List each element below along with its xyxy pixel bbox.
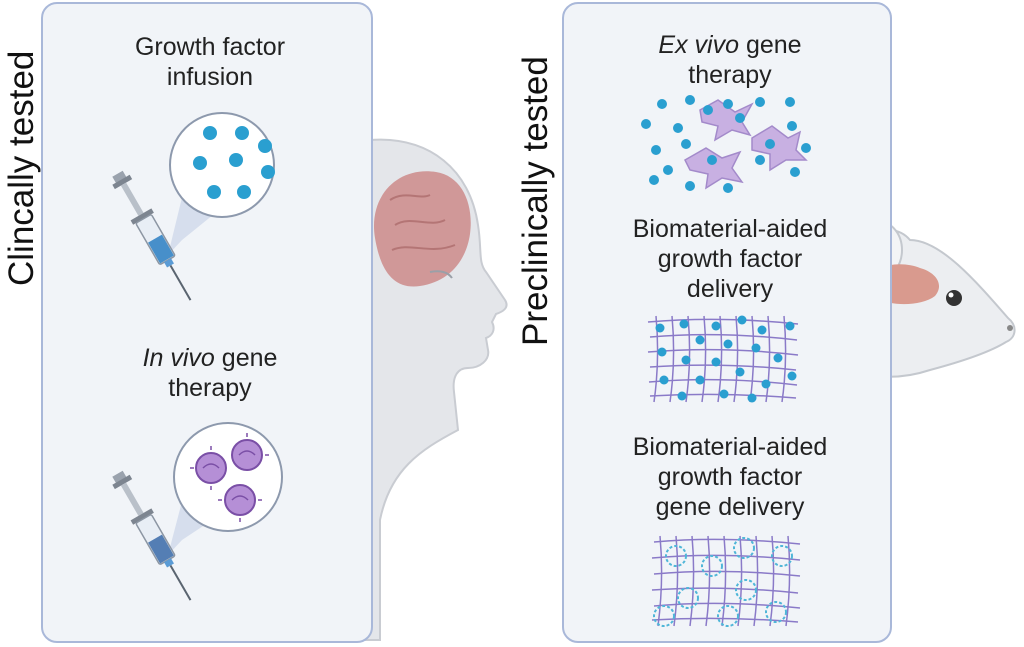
syringe-icon	[112, 470, 192, 601]
biomaterial-scaffold-icon	[651, 535, 801, 627]
growth-factor-infusion-caption: Growth factor infusion	[134, 33, 286, 91]
viral-vector-icon	[190, 433, 269, 522]
biomaterial-growth-factor-delivery-caption: Biomaterial-aided growth factor delivery	[632, 215, 828, 303]
syringe-icon	[112, 170, 192, 301]
ex-vivo-gene-therapy-caption: Ex vivo gene therapy	[658, 31, 802, 89]
growth-factor-particles	[641, 95, 811, 193]
gene-vector-icon	[653, 537, 793, 627]
brain-icon	[373, 171, 471, 287]
biomaterial-scaffold-icon	[647, 315, 799, 403]
biomaterial-growth-factor-gene-delivery-caption: Biomaterial-aided growth factor gene del…	[632, 433, 828, 521]
growth-factor-particles	[193, 126, 275, 199]
growth-factor-particles	[655, 315, 797, 403]
in-vivo-gene-therapy-caption: In vivo gene therapy	[142, 344, 278, 402]
clinically-tested-panel	[41, 2, 373, 643]
